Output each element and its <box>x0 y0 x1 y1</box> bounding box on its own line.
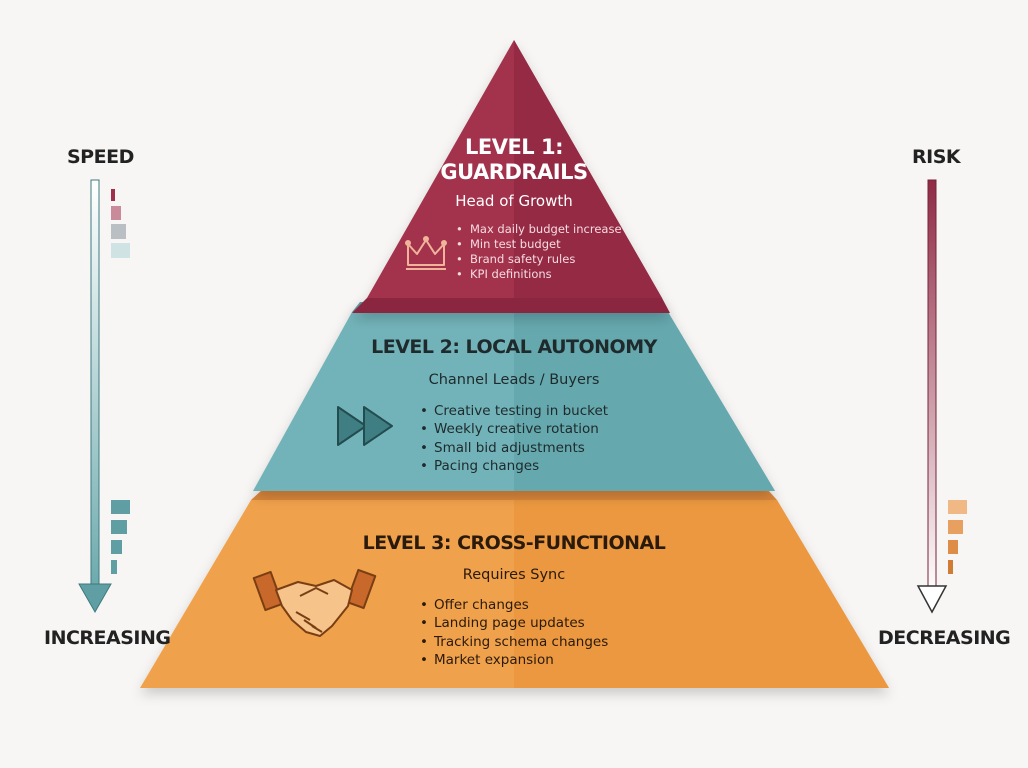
level-1-owner: Head of Growth <box>455 192 573 210</box>
fast-forward-icon <box>337 406 393 446</box>
risk-steps-bottom <box>948 500 967 574</box>
speed-label: SPEED <box>67 146 134 168</box>
list-item: Tracking schema changes <box>420 633 608 652</box>
speed-steps-bottom <box>111 500 130 574</box>
level-2-title: LEVEL 2: LOCAL AUTONOMY <box>371 336 657 358</box>
level-3-owner: Requires Sync <box>462 567 566 583</box>
list-item: Small bid adjustments <box>420 439 608 458</box>
list-item: Landing page updates <box>420 614 608 633</box>
speed-arrow <box>78 179 112 614</box>
level-3-block <box>140 490 889 688</box>
handshake-icon <box>252 568 377 637</box>
list-item: Market expansion <box>420 651 608 670</box>
level-1-title-line1: LEVEL 1: <box>464 135 564 159</box>
level-3-list: Offer changes Landing page updates Track… <box>420 596 608 669</box>
level-1-list: Max daily budget increase Min test budge… <box>456 222 622 282</box>
risk-label: RISK <box>912 146 961 168</box>
level-2-list: Creative testing in bucket Weekly creati… <box>420 402 608 475</box>
decreasing-label: DECREASING <box>878 627 1011 649</box>
list-item: Max daily budget increase <box>456 222 622 237</box>
crown-icon <box>405 236 447 270</box>
level-3-title: LEVEL 3: CROSS-FUNCTIONAL <box>362 532 666 554</box>
level-1-title: LEVEL 1: GUARDRAILS <box>414 135 614 185</box>
list-item: Brand safety rules <box>456 252 622 267</box>
list-item: Offer changes <box>420 596 608 615</box>
list-item: Min test budget <box>456 237 622 252</box>
list-item: Pacing changes <box>420 457 608 476</box>
list-item: Weekly creative rotation <box>420 420 608 439</box>
list-item: Creative testing in bucket <box>420 402 608 421</box>
increasing-label: INCREASING <box>44 627 171 649</box>
list-item: KPI definitions <box>456 267 622 282</box>
level-1-title-line2: GUARDRAILS <box>440 160 588 184</box>
level-2-owner: Channel Leads / Buyers <box>428 372 600 388</box>
risk-arrow <box>916 179 948 614</box>
speed-steps-top <box>111 189 130 258</box>
